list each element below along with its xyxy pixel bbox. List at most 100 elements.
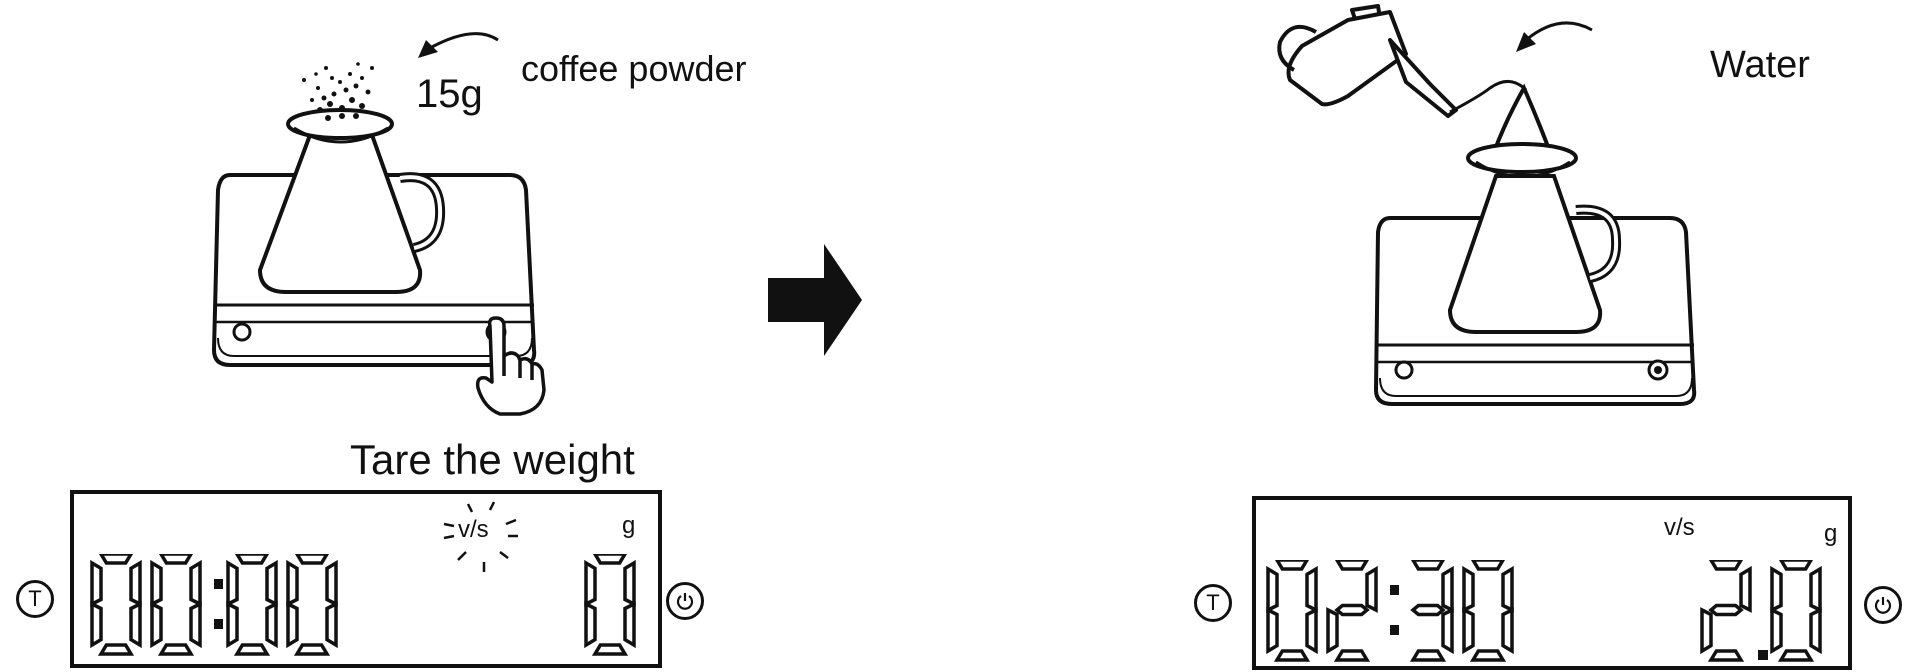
lcd-segment bbox=[1266, 607, 1279, 655]
scale-lcd-display: v/s g bbox=[1252, 496, 1852, 670]
tare-instruction-label: Tare the weight bbox=[350, 436, 635, 483]
lcd-segment bbox=[157, 643, 195, 656]
lcd-segment bbox=[189, 559, 202, 607]
next-step-arrow bbox=[768, 236, 864, 364]
weight-unit-label: g bbox=[622, 512, 636, 539]
scale-lcd-display: v/s g bbox=[70, 490, 662, 668]
lcd-segment bbox=[90, 601, 103, 649]
timer-digits bbox=[90, 554, 338, 656]
decimal-point bbox=[1758, 650, 1768, 660]
weight-readout bbox=[584, 554, 636, 656]
lcd-segment bbox=[1770, 607, 1783, 655]
coffee-powder-label: coffee powder bbox=[521, 48, 747, 89]
lcd-segment bbox=[97, 643, 135, 656]
lcd-segment bbox=[1305, 607, 1318, 655]
lcd-segment bbox=[150, 559, 163, 607]
lcd-segment bbox=[265, 559, 278, 607]
lcd-segment bbox=[1778, 560, 1814, 571]
lcd-segment bbox=[1469, 649, 1507, 662]
lcd-segment bbox=[150, 601, 163, 649]
lcd-segment bbox=[1809, 607, 1822, 655]
lcd-segment bbox=[226, 601, 239, 649]
lcd-segment bbox=[286, 559, 299, 607]
coffee-grounds-icon bbox=[302, 62, 374, 121]
power-icon bbox=[1874, 597, 1892, 614]
lcd-segment bbox=[1441, 607, 1454, 655]
lcd-segment bbox=[1334, 560, 1370, 571]
lcd-segment bbox=[189, 601, 202, 649]
weight-unit-label: g bbox=[1824, 520, 1838, 547]
lcd-segment bbox=[1410, 603, 1446, 617]
lcd-segment bbox=[1462, 565, 1475, 613]
lcd-segment bbox=[1365, 565, 1378, 613]
lcd-segment bbox=[234, 554, 270, 565]
step-1-panel: coffee powder 15g Tare the weight T v/s … bbox=[0, 0, 747, 672]
lcd-segment bbox=[1501, 565, 1514, 613]
colon-dot bbox=[1390, 625, 1399, 635]
lcd-segment bbox=[1770, 565, 1783, 613]
lcd-segment bbox=[1809, 565, 1822, 613]
tare-button[interactable]: T bbox=[16, 580, 54, 618]
lcd-segment bbox=[293, 643, 331, 656]
flow-indicator-blink-icon bbox=[443, 501, 518, 572]
lcd-segment bbox=[591, 643, 629, 656]
weight-digits bbox=[1700, 560, 1822, 662]
lcd-segment bbox=[325, 559, 338, 607]
kettle-icon bbox=[1277, 4, 1458, 118]
right-arrow-icon bbox=[768, 244, 862, 356]
lcd-segment bbox=[1326, 607, 1339, 655]
lcd-segment bbox=[584, 559, 597, 607]
lcd-segment bbox=[623, 601, 636, 649]
lcd-segment bbox=[325, 601, 338, 649]
weight-readout bbox=[1700, 560, 1822, 662]
colon-dot bbox=[1390, 585, 1399, 595]
pointing-hand-icon bbox=[475, 316, 546, 416]
lcd-segment bbox=[226, 559, 239, 607]
lcd-segment bbox=[1274, 560, 1310, 571]
tare-button[interactable]: T bbox=[1194, 584, 1232, 622]
lcd-segment bbox=[1462, 607, 1475, 655]
lcd-segment bbox=[129, 559, 142, 607]
lcd-segment bbox=[1470, 560, 1506, 571]
scale-pouring-illustration bbox=[1277, 4, 1697, 406]
scale-tare-button-icon bbox=[232, 322, 252, 342]
flow-unit-label: v/s bbox=[1664, 514, 1695, 541]
water-callout-arrow-icon bbox=[1525, 21, 1593, 42]
timer-readout bbox=[90, 554, 338, 656]
lcd-segment bbox=[1441, 565, 1454, 613]
scale-with-dripper-illustration bbox=[211, 62, 546, 416]
lcd-segment bbox=[623, 559, 636, 607]
lcd-segment bbox=[265, 601, 278, 649]
timer-readout bbox=[1266, 560, 1514, 662]
lcd-segment bbox=[1333, 649, 1371, 662]
timer-digits bbox=[1266, 560, 1514, 662]
lcd-segment bbox=[1739, 565, 1752, 613]
lcd-segment bbox=[1334, 603, 1370, 617]
lcd-segment bbox=[1273, 649, 1311, 662]
lcd-segment bbox=[1700, 607, 1713, 655]
power-button[interactable] bbox=[666, 582, 704, 620]
power-button[interactable] bbox=[1864, 586, 1902, 624]
step-2-panel: Water T v/s g bbox=[1180, 0, 1909, 672]
flow-unit-label: v/s bbox=[458, 516, 489, 543]
lcd-segment bbox=[129, 601, 142, 649]
coffee-amount-label: 15g bbox=[416, 72, 483, 116]
lcd-segment bbox=[98, 554, 134, 565]
lcd-segment bbox=[1708, 603, 1744, 617]
lcd-segment bbox=[158, 554, 194, 565]
power-icon bbox=[676, 593, 694, 610]
lcd-segment bbox=[1708, 560, 1744, 571]
lcd-segment bbox=[294, 554, 330, 565]
colon-dot bbox=[214, 619, 223, 629]
lcd-segment bbox=[592, 554, 628, 565]
lcd-segment bbox=[1305, 565, 1318, 613]
weight-digits bbox=[584, 554, 636, 656]
lcd-segment bbox=[1777, 649, 1815, 662]
lcd-segment bbox=[584, 601, 597, 649]
lcd-segment bbox=[1707, 649, 1745, 662]
lcd-segment bbox=[1266, 565, 1279, 613]
lcd-segment bbox=[90, 559, 103, 607]
lcd-segment bbox=[1410, 560, 1446, 571]
lcd-segment bbox=[286, 601, 299, 649]
lcd-segment bbox=[1501, 607, 1514, 655]
